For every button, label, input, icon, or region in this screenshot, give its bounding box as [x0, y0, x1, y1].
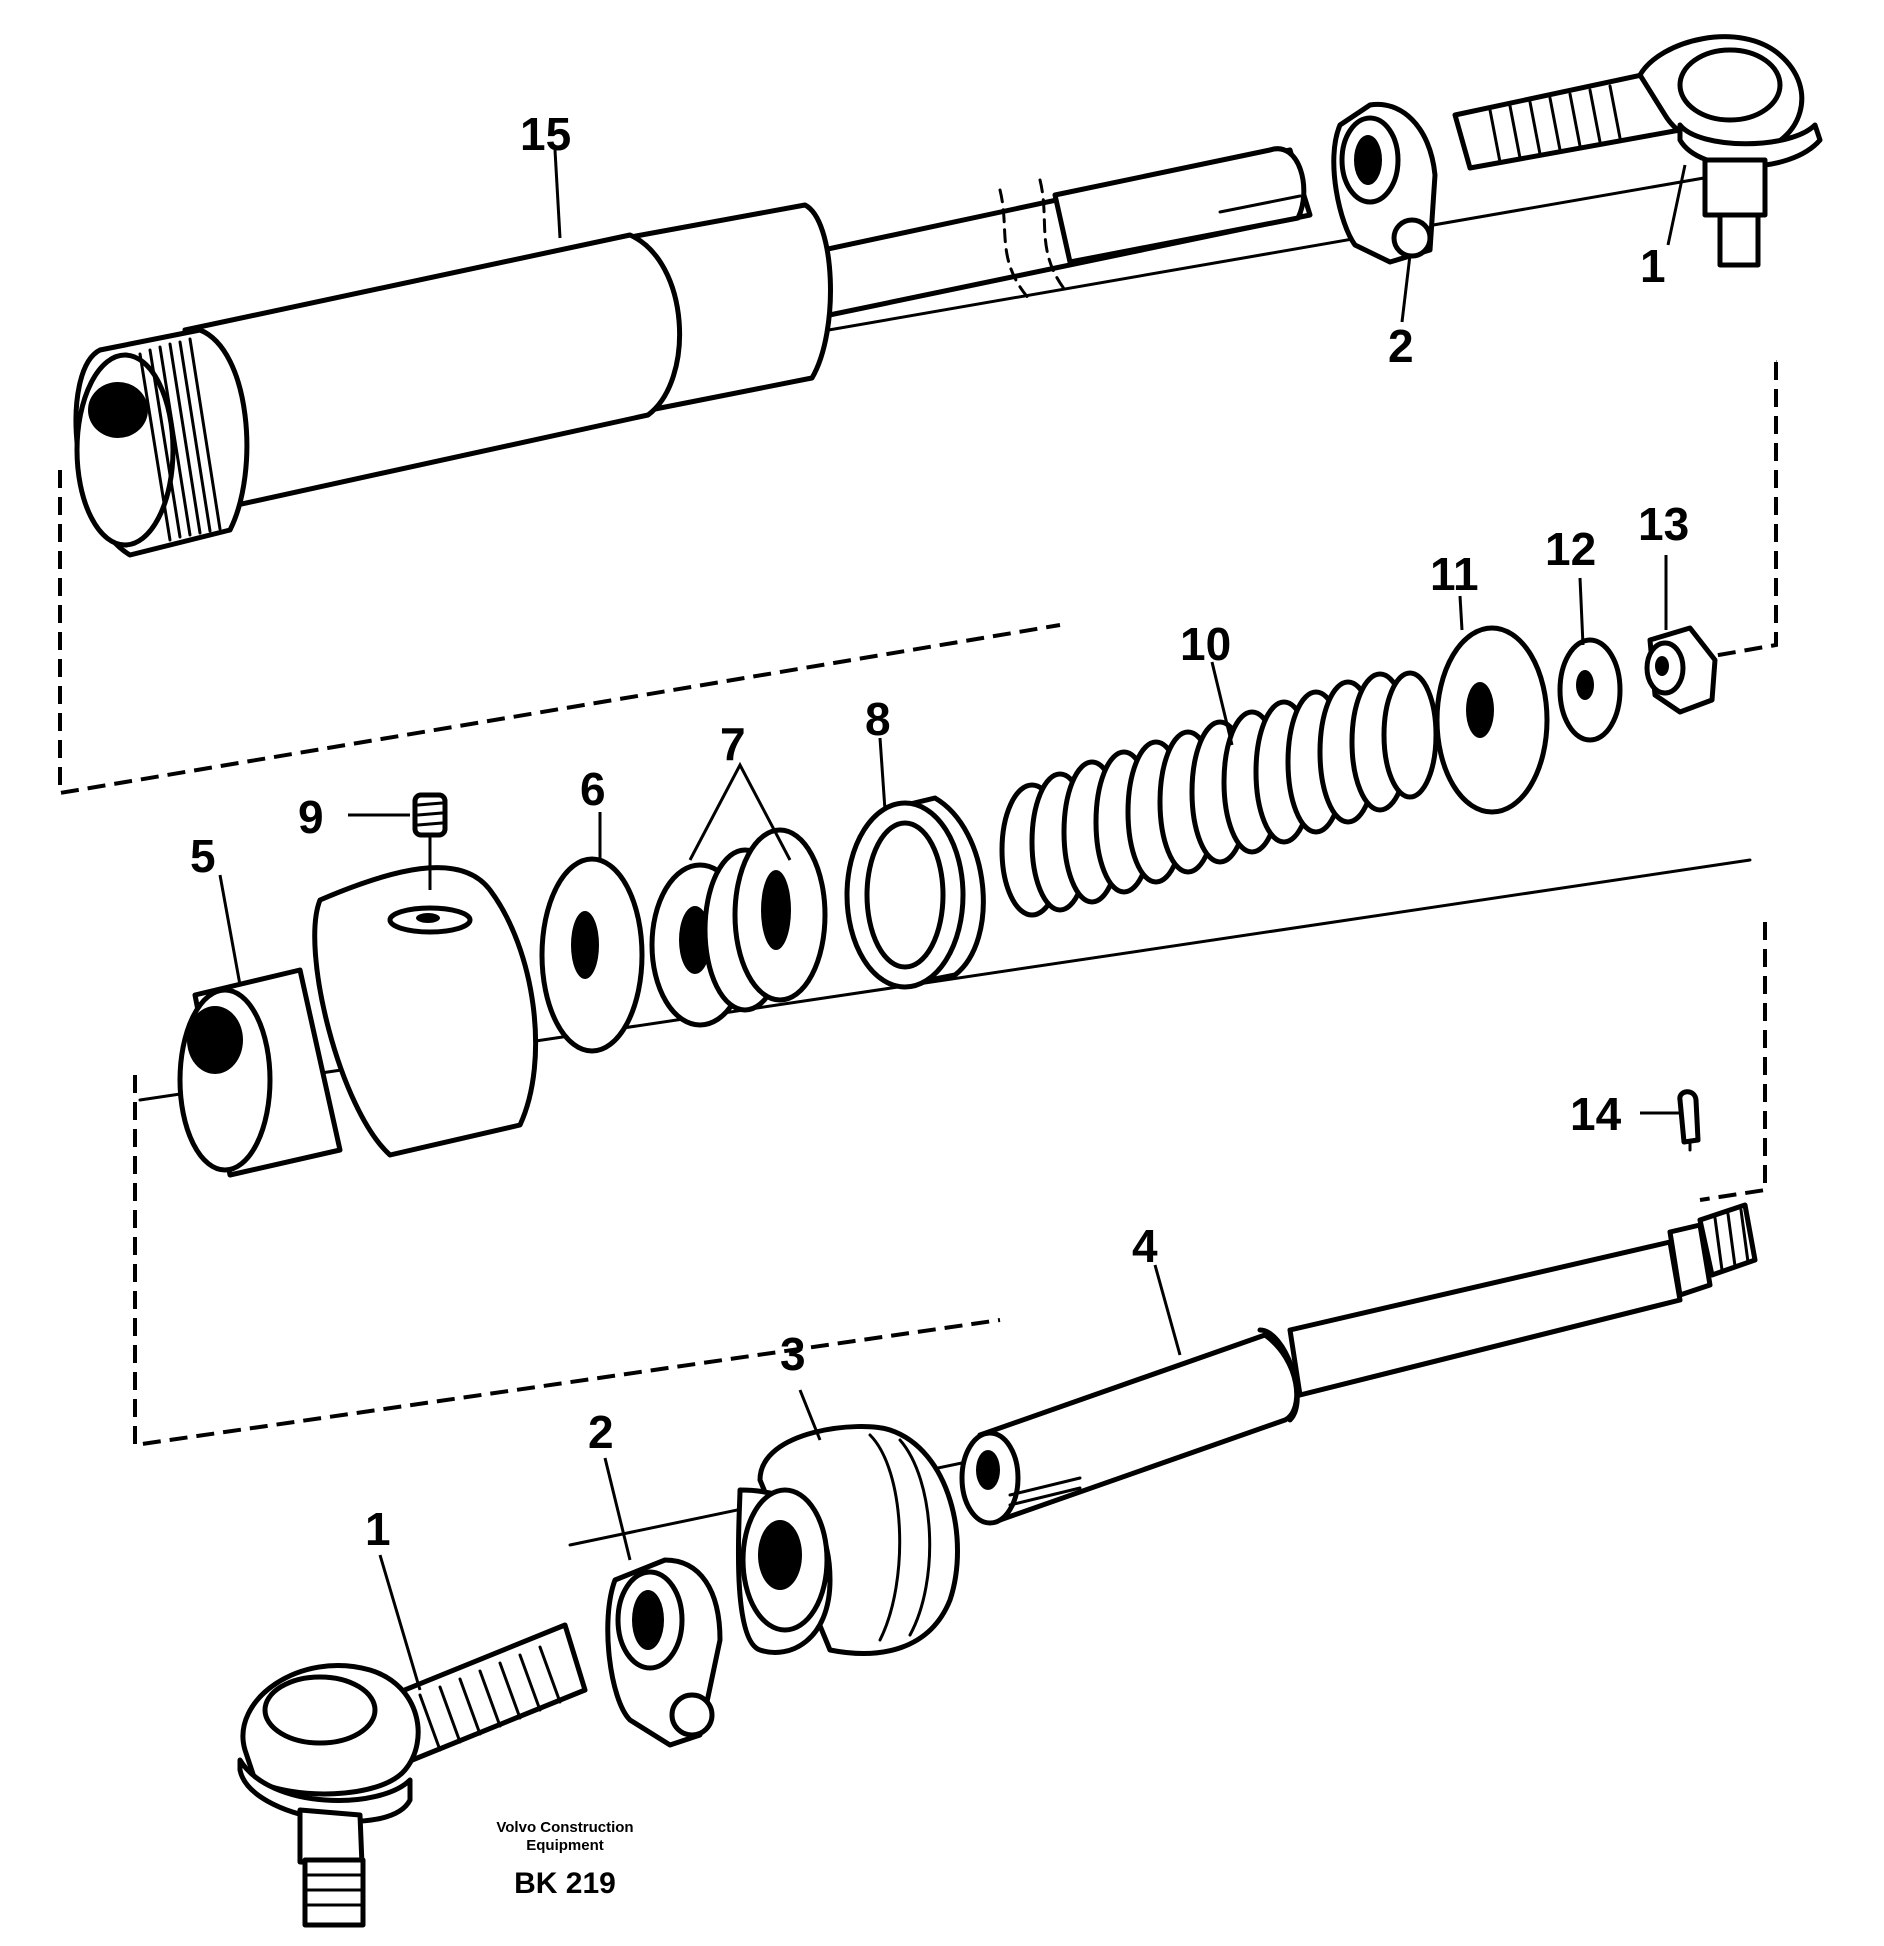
callout-1-top: 1	[1640, 240, 1666, 292]
callout-11: 11	[1430, 548, 1479, 600]
callout-9: 9	[298, 791, 324, 843]
part-9-set-screw	[412, 792, 448, 890]
credit-line-2: Equipment	[526, 1837, 604, 1854]
callout-4: 4	[1132, 1220, 1158, 1272]
part-13-nut	[1644, 625, 1718, 715]
part-1-tie-rod-end-top	[1452, 34, 1823, 268]
thread-lines	[138, 337, 222, 542]
callout-labels: 1 2 15 13 12 11 10 8 7 6 9 5 14 4 3 2 1	[190, 108, 1689, 1555]
part-15-cylinder-tube	[73, 146, 1313, 558]
callout-2-top: 2	[1388, 320, 1414, 372]
callout-10: 10	[1180, 618, 1231, 670]
part-12-washer	[1557, 637, 1623, 743]
callout-12: 12	[1545, 523, 1596, 575]
callout-15: 15	[520, 108, 571, 160]
part-14-cotter-pin	[1677, 1089, 1701, 1152]
callout-8: 8	[865, 693, 891, 745]
part-10-spring	[999, 670, 1439, 918]
callout-2-bottom: 2	[588, 1406, 614, 1458]
callout-14: 14	[1570, 1088, 1622, 1140]
callout-6: 6	[580, 763, 606, 815]
figure-credit: Volvo Construction Equipment BK 219	[496, 1819, 633, 1900]
figure-code: BK 219	[514, 1867, 616, 1900]
callout-3: 3	[780, 1328, 806, 1380]
leader-lines	[218, 149, 1687, 1691]
credit-line-1: Volvo Construction	[496, 1819, 633, 1836]
part-6-washer	[539, 856, 645, 1054]
callout-13: 13	[1638, 498, 1689, 550]
callout-7: 7	[720, 718, 746, 770]
part-2-clamp-top	[1331, 101, 1438, 265]
part-4-rod	[959, 1202, 1758, 1526]
part-2-clamp-bottom	[605, 1557, 723, 1748]
part-7-seals	[649, 827, 828, 1028]
callout-5: 5	[190, 830, 216, 882]
part-8-bush	[844, 795, 986, 990]
callout-1-bottom: 1	[365, 1503, 391, 1555]
part-1-tie-rod-end-bottom	[237, 1622, 588, 1928]
part-11-washer	[1434, 625, 1550, 815]
part-3-boot	[735, 1424, 960, 1656]
part-5-housing	[177, 865, 539, 1178]
